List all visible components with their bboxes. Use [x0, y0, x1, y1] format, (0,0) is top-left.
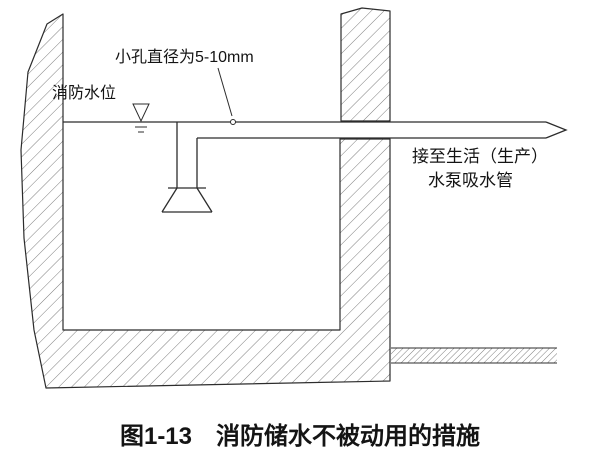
- water-level-symbol: [132, 103, 150, 123]
- hole-diameter-label: 小孔直径为5-10mm: [115, 48, 254, 66]
- small-hole: [230, 119, 236, 125]
- right-wall-upper: [340, 7, 391, 122]
- flow-arrow: [545, 121, 568, 139]
- bell-mouth-right: [196, 187, 213, 213]
- bell-mouth-left: [161, 187, 178, 213]
- outlet-label-line2: 水泵吸水管: [428, 171, 513, 190]
- figure-caption: 图1-13 消防储水不被动用的措施: [120, 422, 480, 450]
- ground-hatch: [391, 348, 557, 363]
- water-level-label: 消防水位: [52, 84, 116, 102]
- tank-section: [20, 13, 391, 389]
- outlet-label-line1: 接至生活（生产）: [412, 147, 548, 166]
- hole-leader-line: [217, 67, 233, 117]
